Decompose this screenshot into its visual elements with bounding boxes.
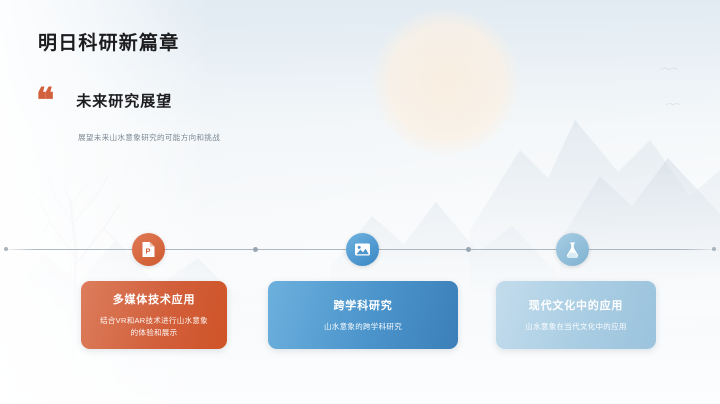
timeline-start-dot: [4, 247, 8, 251]
timeline-end-dot: [712, 247, 716, 251]
image-photo-icon[interactable]: [346, 233, 379, 266]
image-photo-glyph: [355, 243, 370, 256]
page-title: 明日科研新篇章: [38, 33, 180, 54]
quote-mark-icon: ❝: [36, 81, 55, 121]
card-description: 山水意象在当代文化中的应用: [525, 322, 627, 332]
file-presentation-icon[interactable]: P: [132, 233, 165, 266]
timeline-dot-1: [253, 247, 258, 252]
section-description: 展望未来山水意象研究的可能方向和挑战: [78, 133, 221, 142]
card-title: 现代文化中的应用: [528, 300, 624, 313]
card-interdisciplinary[interactable]: 跨学科研究 山水意象的跨学科研究: [268, 281, 458, 349]
file-presentation-glyph: P: [142, 242, 155, 257]
card-description: 山水意象的跨学科研究: [324, 322, 402, 332]
section-heading-group: ❝ 未来研究展望: [36, 81, 173, 121]
section-heading: 未来研究展望: [76, 93, 173, 110]
sun-disc: [372, 8, 520, 156]
flask-beaker-icon[interactable]: [556, 233, 589, 266]
card-title: 跨学科研究: [333, 300, 393, 313]
card-title: 多媒体技术应用: [112, 294, 196, 307]
flask-beaker-glyph: [566, 242, 579, 258]
timeline-dot-2: [466, 247, 471, 252]
card-multimedia[interactable]: 多媒体技术应用 结合VR和AR技术进行山水意象的体验和展示: [81, 281, 227, 349]
svg-text:P: P: [145, 246, 150, 255]
card-modern-culture[interactable]: 现代文化中的应用 山水意象在当代文化中的应用: [496, 281, 656, 349]
card-description: 结合VR和AR技术进行山水意象的体验和展示: [100, 316, 208, 337]
